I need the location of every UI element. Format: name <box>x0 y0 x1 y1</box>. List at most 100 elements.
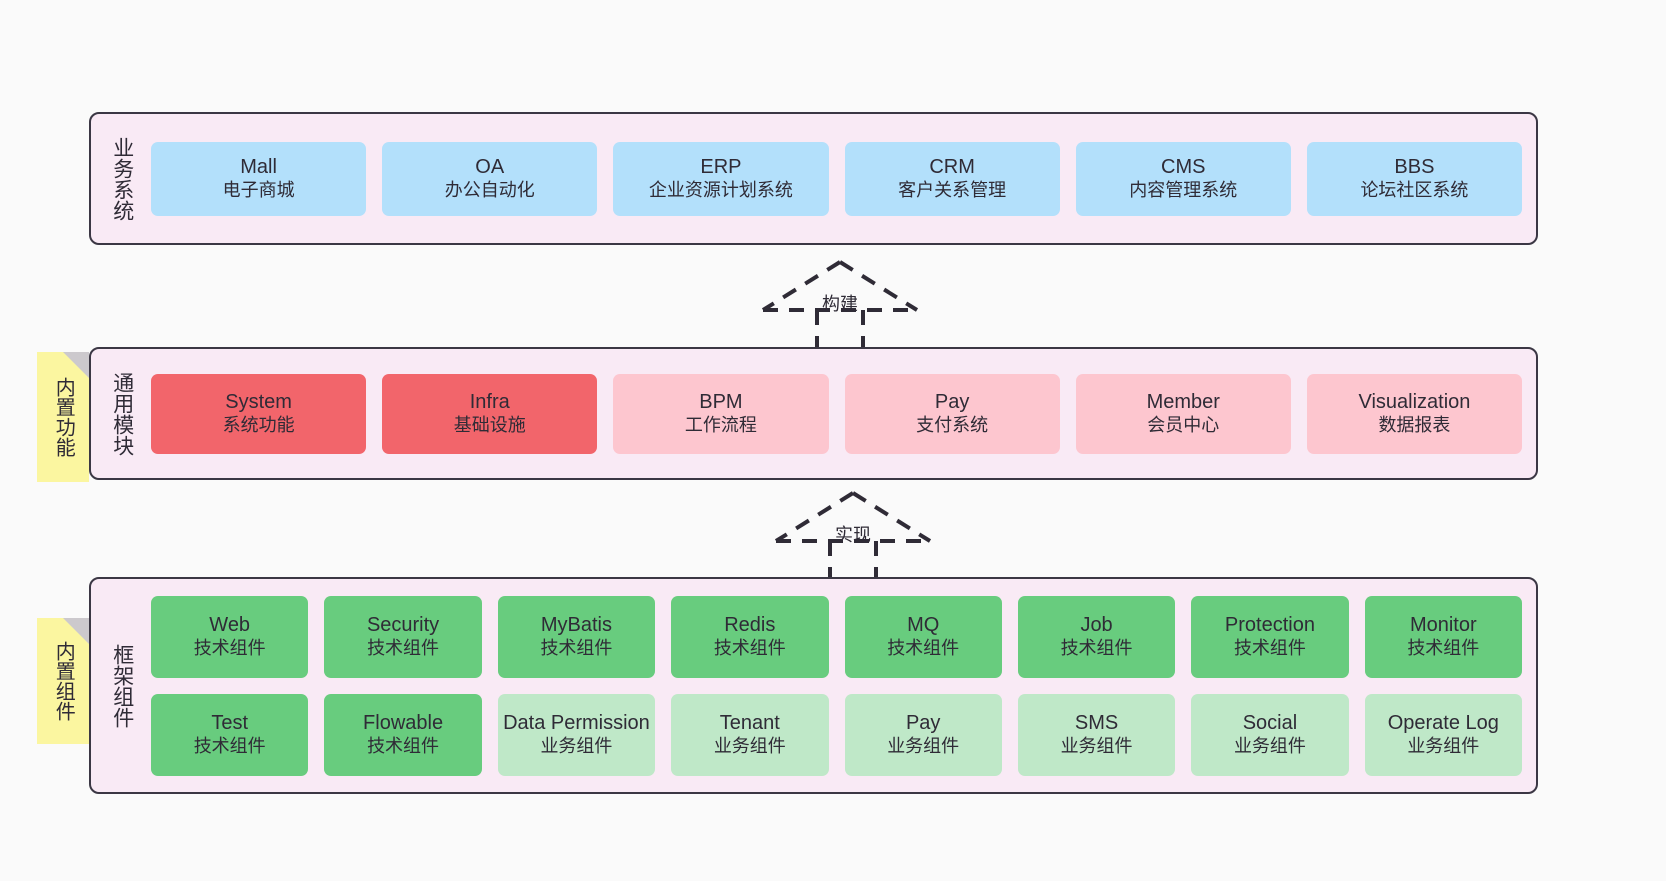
card-title: MyBatis <box>540 614 612 637</box>
card-subtitle: 技术组件 <box>1407 637 1480 658</box>
sticky-note-builtin-function: 内置功能 <box>37 352 89 482</box>
card-title: MQ <box>907 614 940 637</box>
folded-corner-icon <box>63 618 89 644</box>
card-flowable[interactable]: Flowable 技术组件 <box>324 693 482 776</box>
sticky-note-label: 内置功能 <box>52 377 75 457</box>
card-title: Pay <box>905 712 941 735</box>
card-subtitle: 办公自动化 <box>444 179 535 200</box>
card-subtitle: 技术组件 <box>193 735 266 756</box>
card-title: BBS <box>1394 156 1435 179</box>
card-title: Member <box>1146 391 1220 414</box>
arrow-implement: 实现 <box>768 489 938 579</box>
card-pay-component[interactable]: Pay 业务组件 <box>844 693 1002 776</box>
card-subtitle: 支付系统 <box>916 414 989 435</box>
card-crm[interactable]: CRM 客户关系管理 <box>844 141 1060 216</box>
card-title: Infra <box>469 391 510 414</box>
layer-business-system: 业务系统 Mall 电子商城 OA 办公自动化 ERP 企业资源计划系统 CRM… <box>89 112 1538 245</box>
card-subtitle: 工作流程 <box>684 414 757 435</box>
card-title: CRM <box>929 156 975 179</box>
card-oa[interactable]: OA 办公自动化 <box>382 141 598 216</box>
framework-tech-row: Web 技术组件 Security 技术组件 MyBatis 技术组件 Redi… <box>151 595 1522 678</box>
card-social[interactable]: Social 业务组件 <box>1191 693 1349 776</box>
card-subtitle: 业务组件 <box>887 735 960 756</box>
card-subtitle: 业务组件 <box>1407 735 1480 756</box>
card-visualization[interactable]: Visualization 数据报表 <box>1306 373 1523 454</box>
card-subtitle: 技术组件 <box>367 735 440 756</box>
card-test[interactable]: Test 技术组件 <box>151 693 309 776</box>
common-card-row: System 系统功能 Infra 基础设施 BPM 工作流程 Pay 支付系统… <box>151 373 1523 454</box>
card-title: Tenant <box>719 712 780 735</box>
layer-framework-component: 框架组件 Web 技术组件 Security 技术组件 MyBatis 技术组件… <box>89 577 1538 794</box>
card-mq[interactable]: MQ 技术组件 <box>844 595 1002 678</box>
card-title: Pay <box>934 391 970 414</box>
card-subtitle: 技术组件 <box>367 637 440 658</box>
card-job[interactable]: Job 技术组件 <box>1017 595 1176 678</box>
card-title: Flowable <box>363 712 444 735</box>
card-tenant[interactable]: Tenant 业务组件 <box>671 693 829 776</box>
folded-corner-icon <box>63 352 89 378</box>
card-member[interactable]: Member 会员中心 <box>1075 373 1291 454</box>
card-mybatis[interactable]: MyBatis 技术组件 <box>497 595 656 678</box>
card-title: BPM <box>699 391 743 414</box>
card-subtitle: 业务组件 <box>1233 735 1306 756</box>
card-title: Job <box>1080 614 1113 637</box>
card-title: ERP <box>700 156 742 179</box>
card-erp[interactable]: ERP 企业资源计划系统 <box>613 141 829 216</box>
layer-body-business-system: Mall 电子商城 OA 办公自动化 ERP 企业资源计划系统 CRM 客户关系… <box>139 122 1523 235</box>
card-pay[interactable]: Pay 支付系统 <box>844 373 1060 454</box>
card-subtitle: 技术组件 <box>887 637 960 658</box>
layer-body-common-module: System 系统功能 Infra 基础设施 BPM 工作流程 Pay 支付系统… <box>139 357 1523 470</box>
layer-title-common-module: 通用模块 <box>110 371 134 456</box>
card-subtitle: 电子商城 <box>222 179 295 200</box>
card-title: OA <box>475 156 505 179</box>
card-bbs[interactable]: BBS 论坛社区系统 <box>1306 141 1523 216</box>
card-subtitle: 系统功能 <box>222 414 295 435</box>
arrow-implement-label: 实现 <box>835 525 871 545</box>
card-title: SMS <box>1074 712 1119 735</box>
card-title: Visualization <box>1358 391 1471 414</box>
arrow-build-label: 构建 <box>822 294 858 314</box>
card-title: Security <box>366 614 440 637</box>
card-subtitle: 技术组件 <box>540 637 613 658</box>
layer-title-framework-component: 框架组件 <box>110 643 134 728</box>
card-operate-log[interactable]: Operate Log 业务组件 <box>1364 693 1522 776</box>
card-title: Protection <box>1224 614 1315 637</box>
card-subtitle: 技术组件 <box>1060 637 1133 658</box>
card-subtitle: 数据报表 <box>1378 414 1451 435</box>
card-security[interactable]: Security 技术组件 <box>324 595 482 678</box>
card-redis[interactable]: Redis 技术组件 <box>671 595 829 678</box>
card-title: CMS <box>1161 156 1206 179</box>
card-monitor[interactable]: Monitor 技术组件 <box>1364 595 1522 678</box>
card-title: Redis <box>724 614 776 637</box>
card-protection[interactable]: Protection 技术组件 <box>1191 595 1349 678</box>
card-subtitle: 企业资源计划系统 <box>648 179 793 200</box>
business-card-row: Mall 电子商城 OA 办公自动化 ERP 企业资源计划系统 CRM 客户关系… <box>151 141 1523 216</box>
card-cms[interactable]: CMS 内容管理系统 <box>1075 141 1291 216</box>
card-title: Social <box>1242 712 1298 735</box>
card-data-permission[interactable]: Data Permission 业务组件 <box>497 693 656 776</box>
card-title: Mall <box>240 156 277 179</box>
card-subtitle: 客户关系管理 <box>898 179 1007 200</box>
card-system[interactable]: System 系统功能 <box>151 373 367 454</box>
card-title: Monitor <box>1409 614 1477 637</box>
card-sms[interactable]: SMS 业务组件 <box>1017 693 1176 776</box>
card-subtitle: 内容管理系统 <box>1129 179 1238 200</box>
arrow-stem-icon <box>828 541 878 579</box>
card-subtitle: 技术组件 <box>713 637 786 658</box>
card-subtitle: 业务组件 <box>713 735 786 756</box>
card-bpm[interactable]: BPM 工作流程 <box>613 373 829 454</box>
layer-body-framework-component: Web 技术组件 Security 技术组件 MyBatis 技术组件 Redi… <box>139 587 1522 784</box>
card-title: Test <box>211 712 249 735</box>
arrow-stem-icon <box>815 310 865 348</box>
card-mall[interactable]: Mall 电子商城 <box>151 141 367 216</box>
card-title: System <box>225 391 292 414</box>
layer-title-business-system: 业务系统 <box>110 136 134 221</box>
card-web[interactable]: Web 技术组件 <box>151 595 309 678</box>
layer-common-module: 通用模块 System 系统功能 Infra 基础设施 BPM 工作流程 Pay… <box>89 347 1538 480</box>
card-subtitle: 技术组件 <box>193 637 266 658</box>
card-infra[interactable]: Infra 基础设施 <box>382 373 598 454</box>
card-subtitle: 论坛社区系统 <box>1360 179 1469 200</box>
arrow-build: 构建 <box>755 258 925 348</box>
card-subtitle: 技术组件 <box>1233 637 1306 658</box>
